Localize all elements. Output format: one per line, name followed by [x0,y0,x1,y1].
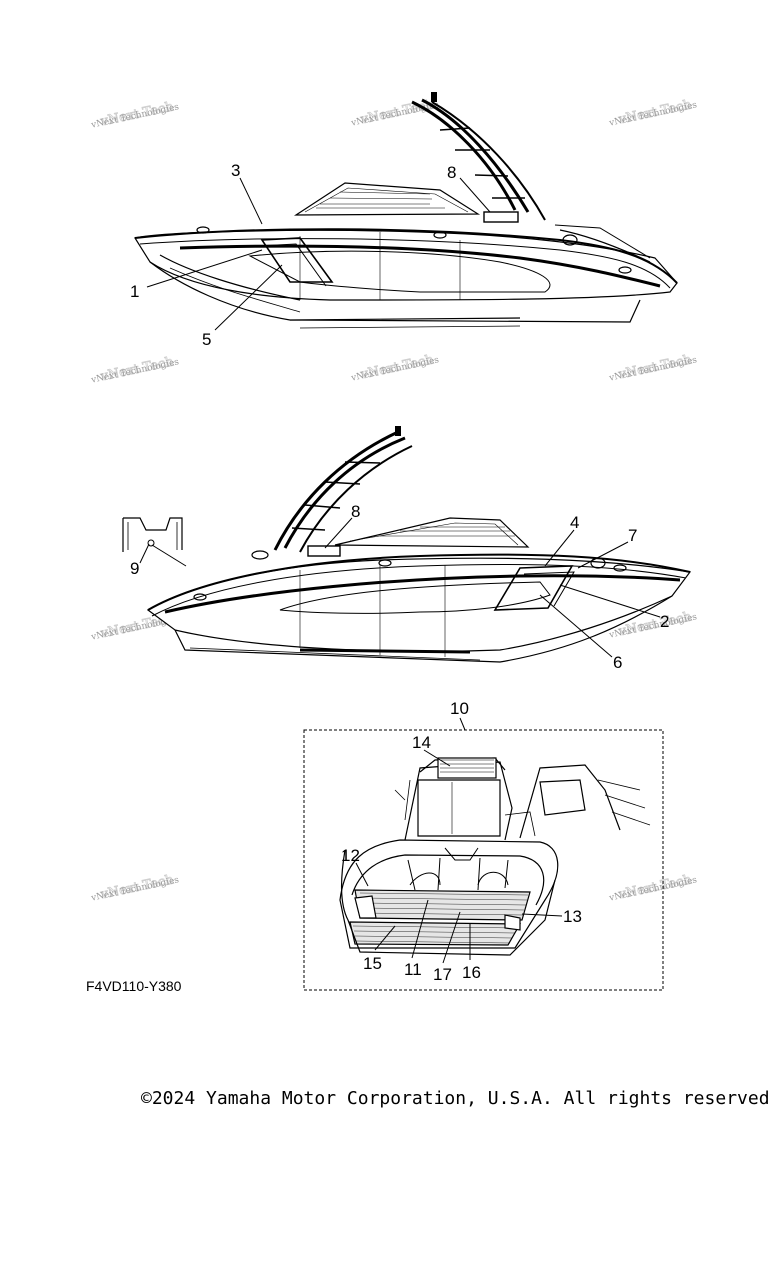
callout-10: 10 [450,699,469,718]
callout-13: 13 [563,907,582,926]
callout-6: 6 [613,653,622,672]
boat-port-view [122,426,692,663]
watermark: vNext Tech vNext Technologies [607,352,698,384]
callout-labels-middle: 8 4 7 2 6 9 [130,502,669,672]
watermarks: vNext Tech vNext Technologies vNext Tech… [89,97,698,904]
callout-3: 3 [231,161,240,180]
figure-code: F4VD110-Y380 [86,978,182,994]
callout-1: 1 [130,282,139,301]
callout-labels-top: 3 8 1 5 [130,161,456,349]
mat-kit-detail: 10 [303,699,664,991]
callout-8-middle: 8 [351,502,360,521]
callout-8-top: 8 [447,163,456,182]
callout-12: 12 [341,846,360,865]
watermark: vNext Tech vNext Technologies [607,872,698,904]
watermark: vNext Tech vNext Technologies [89,354,180,386]
callout-17: 17 [433,965,452,984]
callouts-middle-view [139,517,661,658]
watermark: vNext Tech vNext Technologies [349,352,440,384]
callout-2: 2 [660,612,669,631]
callout-15: 15 [363,954,382,973]
callout-5: 5 [202,330,211,349]
callout-4: 4 [570,513,579,532]
callouts-top-view [146,177,491,331]
watermark: vNext Tech vNext Technologies [89,99,180,131]
callout-16: 16 [462,963,481,982]
callout-14: 14 [412,733,431,752]
watermark: vNext Tech vNext Technologies [89,872,180,904]
watermark: vNext Tech vNext Technologies [607,97,698,129]
callout-9: 9 [130,559,139,578]
callout-11: 11 [404,960,422,979]
callout-7: 7 [628,526,637,545]
copyright-notice: ©2024 Yamaha Motor Corporation, U.S.A. A… [141,1088,768,1109]
boat-starboard-view [134,92,678,329]
